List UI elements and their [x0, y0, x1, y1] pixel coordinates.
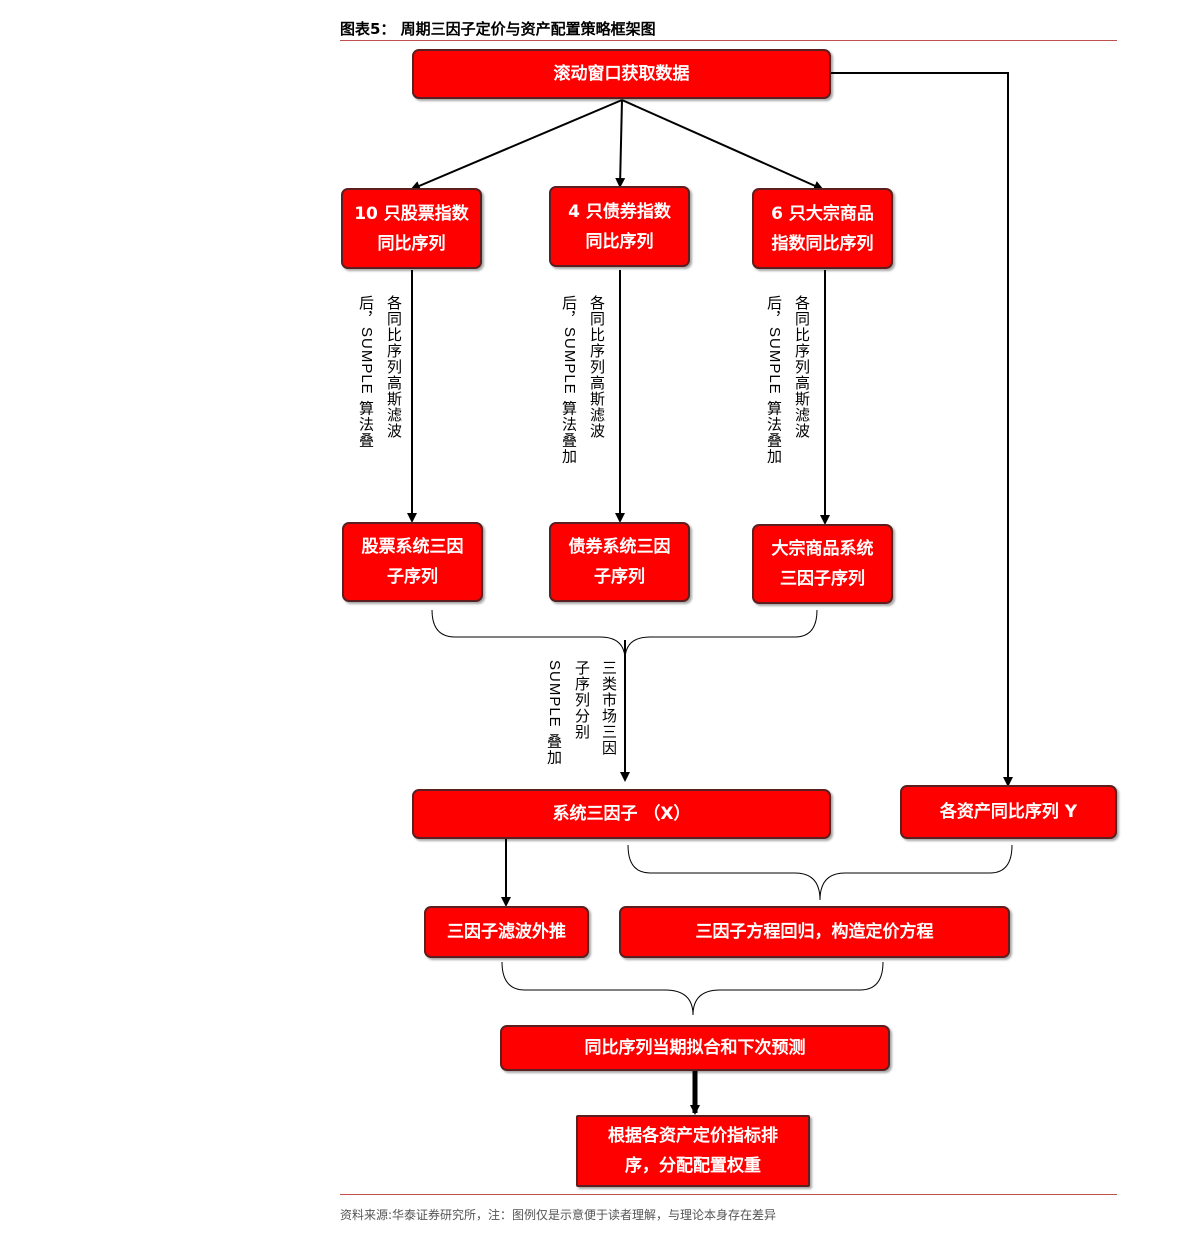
bond-filter-note-line-2b: SUMPLE	[561, 327, 578, 395]
bottom-rule	[340, 1194, 1117, 1195]
commodity-index-label-1: 6 只大宗商品	[771, 203, 874, 224]
top-rule	[340, 40, 1117, 41]
bond-index-label-1: 4 只债券指数	[568, 201, 671, 222]
stock-system-label-1: 股票系统三因	[361, 537, 464, 557]
merge-note: 三类市场三因 子序列分别 SUMPLE 叠加	[540, 660, 622, 780]
stock-filter-note-line-2a: 后，	[357, 295, 375, 327]
fit-predict-box: 同比序列当期拟合和下次预测	[500, 1025, 890, 1071]
brace-x-and-y	[627, 844, 1013, 901]
arrow-rolling-to-commodity	[621, 99, 824, 191]
asset-yoy-y-label: 各资产同比序列 Y	[939, 802, 1078, 822]
merge-note-line-3a: SUMPLE	[546, 660, 563, 728]
stock-filter-note: 各同比序列高斯滤波 后，SUMPLE 算法叠	[352, 295, 407, 515]
commodity-system-label-1: 大宗商品系统	[771, 539, 874, 559]
bond-system-box: 债券系统三因 子序列	[549, 522, 690, 602]
factor-filter-box: 三因子滤波外推	[424, 906, 589, 958]
rolling-window-label: 滚动窗口获取数据	[553, 64, 690, 84]
commodity-index-box: 6 只大宗商品 指数同比序列	[752, 188, 893, 269]
stock-filter-note-line-2b: SUMPLE	[358, 327, 375, 395]
arrow-rolling-to-asset-y	[830, 72, 1013, 787]
arrow-rolling-to-stock	[410, 99, 623, 191]
commodity-filter-note-line-2b: SUMPLE	[766, 327, 783, 395]
commodity-system-box: 大宗商品系统 三因子序列	[752, 524, 893, 604]
stock-system-box: 股票系统三因 子序列	[342, 522, 483, 602]
system-factor-x-box: 系统三因子 （X）	[412, 789, 831, 839]
asset-yoy-y-box: 各资产同比序列 Y	[900, 785, 1117, 839]
brace-filter-and-regression	[501, 961, 884, 1016]
bond-filter-note-line-2a: 后，	[560, 295, 578, 327]
allocation-box: 根据各资产定价指标排 序，分配配置权重	[576, 1115, 810, 1187]
bond-filter-note: 各同比序列高斯滤波 后，SUMPLE 算法叠加	[555, 295, 610, 515]
merge-note-line-2: 子序列分别	[573, 660, 591, 740]
stock-index-label-2: 同比序列	[377, 233, 446, 254]
system-factor-x-label: 系统三因子 （X）	[552, 804, 691, 824]
stock-filter-note-line-2c: 算法叠	[357, 394, 375, 449]
allocation-label-2: 序，分配配置权重	[625, 1156, 761, 1176]
factor-filter-label: 三因子滤波外推	[447, 922, 566, 942]
factor-regression-box: 三因子方程回归，构造定价方程	[619, 906, 1010, 958]
commodity-system-label-2: 三因子序列	[780, 569, 865, 589]
stock-filter-note-line-1: 各同比序列高斯滤波	[385, 295, 403, 439]
commodity-index-label-2: 指数同比序列	[771, 233, 874, 254]
arrow-rolling-to-bond	[615, 99, 626, 188]
bond-system-label-1: 债券系统三因	[568, 537, 671, 557]
factor-regression-label: 三因子方程回归，构造定价方程	[695, 922, 934, 942]
commodity-filter-note-line-2c: 算法叠加	[765, 394, 783, 465]
allocation-label-1: 根据各资产定价指标排	[608, 1126, 778, 1146]
bond-index-box: 4 只债券指数 同比序列	[549, 186, 690, 267]
commodity-filter-note-line-1: 各同比序列高斯滤波	[793, 295, 811, 439]
source-note: 资料来源:华泰证券研究所，注：图例仅是示意便于读者理解，与理论本身存在差异	[340, 1208, 777, 1222]
stock-index-box: 10 只股票指数 同比序列	[341, 188, 482, 269]
stock-system-label-2: 子序列	[387, 567, 438, 587]
bond-system-label-2: 子序列	[594, 567, 645, 587]
fit-predict-label: 同比序列当期拟合和下次预测	[584, 1038, 806, 1058]
merge-note-line-1: 三类市场三因	[600, 660, 618, 756]
commodity-filter-note: 各同比序列高斯滤波 后，SUMPLE 算法叠加	[760, 295, 815, 515]
merge-note-line-3b: 叠加	[545, 727, 563, 766]
figure-title: 图表5： 周期三因子定价与资产配置策略框架图	[340, 20, 656, 38]
bond-filter-note-line-1: 各同比序列高斯滤波	[588, 295, 606, 439]
brace-three-factors	[431, 609, 818, 661]
stock-index-label-1: 10 只股票指数	[354, 203, 469, 224]
rolling-window-box: 滚动窗口获取数据	[412, 49, 831, 99]
bond-filter-note-line-2c: 算法叠加	[560, 394, 578, 465]
commodity-filter-note-line-2a: 后，	[765, 295, 783, 327]
bond-index-label-2: 同比序列	[585, 231, 654, 252]
